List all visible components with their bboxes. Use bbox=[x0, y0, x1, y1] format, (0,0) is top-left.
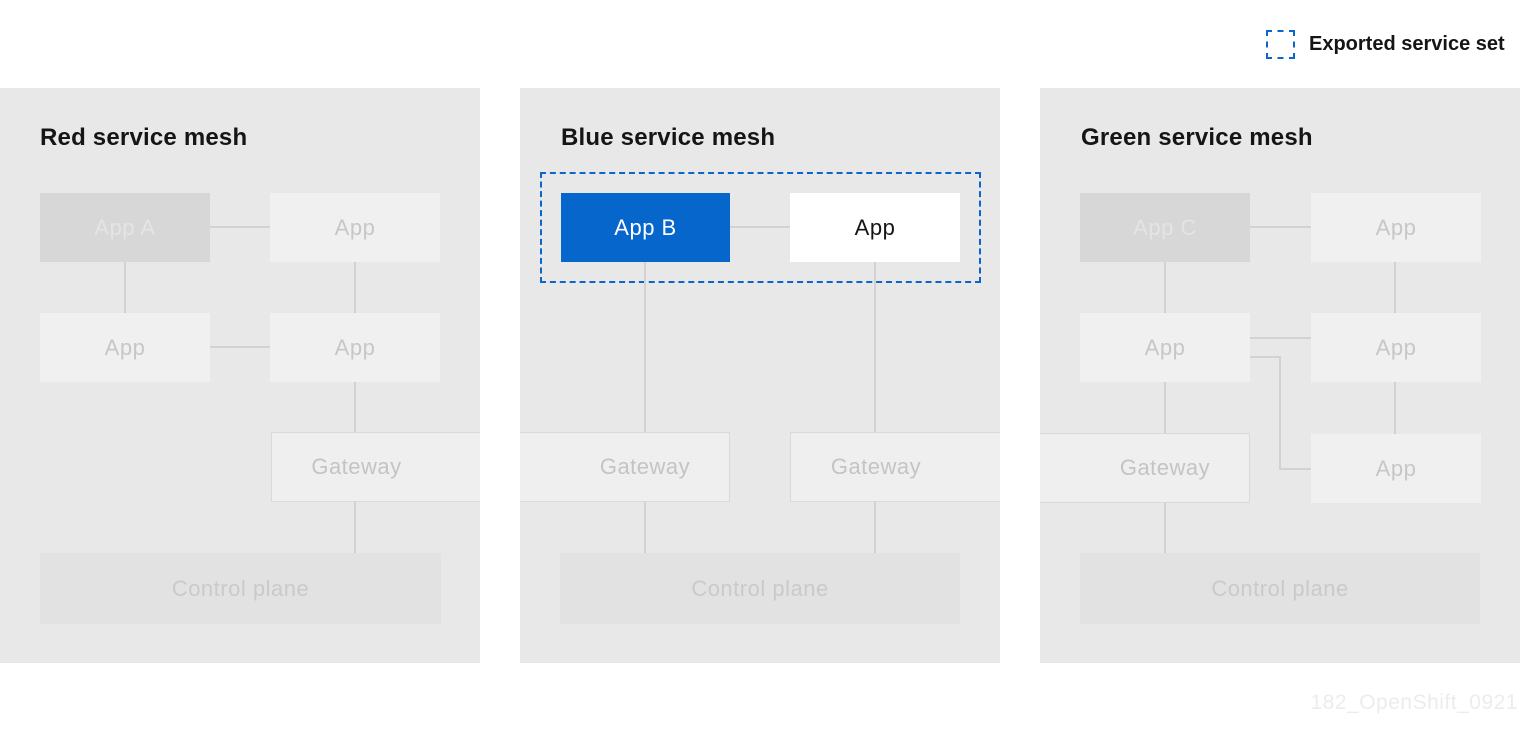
connector-line bbox=[874, 502, 876, 553]
connector-line bbox=[1164, 262, 1166, 313]
node-gateway: Gateway bbox=[1040, 433, 1250, 503]
node-gateway: Gateway bbox=[790, 432, 1000, 502]
node-app: App bbox=[270, 313, 440, 382]
connector-line bbox=[1164, 382, 1166, 433]
connector-line bbox=[644, 502, 646, 553]
node-app: App bbox=[40, 313, 210, 382]
node-app: App bbox=[1311, 434, 1481, 503]
mesh-title-blue: Blue service mesh bbox=[561, 124, 776, 151]
exported-service-set-icon bbox=[1266, 30, 1295, 59]
connector-line bbox=[1250, 337, 1311, 339]
mesh-title-green: Green service mesh bbox=[1081, 124, 1313, 151]
connector-line bbox=[1164, 503, 1166, 553]
connector-line bbox=[210, 226, 270, 228]
mesh-title-red: Red service mesh bbox=[40, 124, 248, 151]
node-control-plane: Control plane bbox=[1080, 553, 1480, 624]
node-app-exported: App bbox=[790, 193, 960, 262]
connector-line bbox=[1394, 382, 1396, 434]
node-app: App bbox=[270, 193, 440, 262]
node-app: App bbox=[1311, 313, 1481, 382]
connector-line bbox=[1279, 468, 1311, 470]
connector-line bbox=[874, 262, 876, 432]
node-app-a: App A bbox=[40, 193, 210, 262]
connector-line bbox=[730, 226, 790, 228]
node-app: App bbox=[1311, 193, 1481, 262]
connector-line bbox=[124, 262, 126, 313]
node-app-b: App B bbox=[561, 193, 730, 262]
connector-line bbox=[354, 262, 356, 313]
connector-line bbox=[1394, 262, 1396, 313]
legend-label: Exported service set bbox=[1309, 33, 1505, 55]
node-app-c: App C bbox=[1080, 193, 1250, 262]
connector-line bbox=[1279, 356, 1281, 470]
connector-line bbox=[354, 502, 356, 553]
node-gateway: Gateway bbox=[520, 432, 730, 502]
legend: Exported service set bbox=[1266, 30, 1505, 59]
watermark: 182_OpenShift_0921 bbox=[1310, 691, 1518, 714]
connector-line bbox=[354, 382, 356, 432]
connector-line bbox=[210, 346, 270, 348]
node-gateway: Gateway bbox=[271, 432, 480, 502]
node-control-plane: Control plane bbox=[40, 553, 441, 624]
connector-line bbox=[644, 262, 646, 432]
connector-line bbox=[1250, 226, 1311, 228]
connector-line bbox=[1250, 356, 1281, 358]
node-control-plane: Control plane bbox=[560, 553, 960, 624]
exported-service-set-outline bbox=[540, 172, 981, 283]
node-app: App bbox=[1080, 313, 1250, 382]
